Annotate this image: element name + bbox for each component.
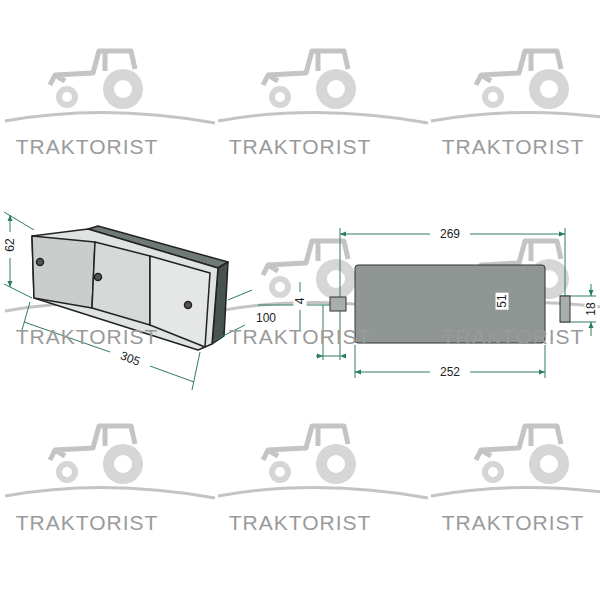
watermark: TRAKTORIST (229, 135, 372, 159)
dimension-value: 100 (254, 312, 278, 325)
dimension-value: 62 (4, 236, 17, 253)
dimension-lines (4, 212, 596, 390)
dimension-value: 269 (438, 228, 462, 241)
watermark: TRAKTORIST (229, 511, 372, 535)
dimension-value: 4 (294, 296, 307, 307)
watermark: TRAKTORIST (442, 135, 585, 159)
dimension-value: 51 (496, 292, 509, 309)
watermark: TRAKTORIST (16, 135, 159, 159)
dimension-value: 18 (585, 300, 598, 317)
dimension-value: 252 (438, 366, 462, 379)
dimension-arrows (8, 215, 594, 375)
watermark: TRAKTORIST (442, 511, 585, 535)
watermark: TRAKTORIST (16, 325, 159, 349)
dimension-value: 305 (116, 349, 143, 369)
watermark: TRAKTORIST (16, 511, 159, 535)
watermark: TRAKTORIST (229, 325, 372, 349)
watermark: TRAKTORIST (442, 325, 585, 349)
